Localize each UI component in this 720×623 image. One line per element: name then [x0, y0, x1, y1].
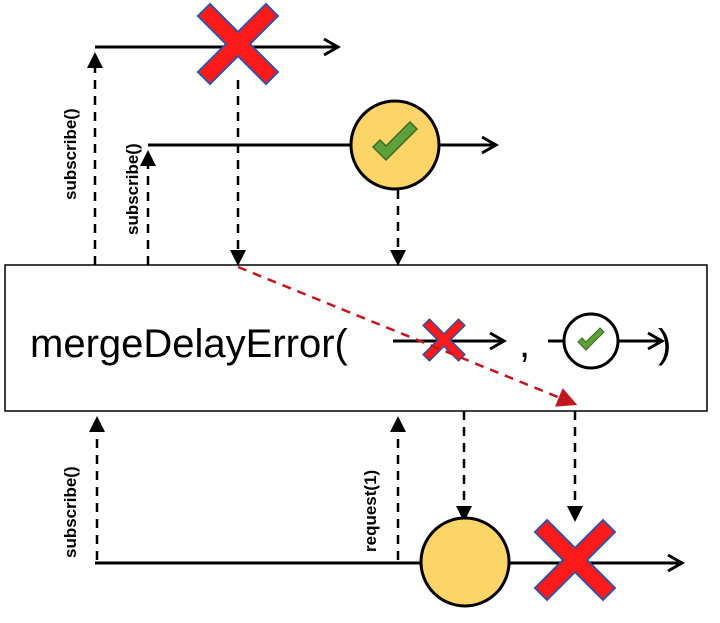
- subscribe-label-source1: subscribe(): [61, 108, 80, 200]
- output-error-icon: [533, 518, 617, 602]
- mini-error-icon: [422, 318, 466, 362]
- source1-error-icon: [196, 2, 280, 86]
- mini-success-icon: [562, 312, 620, 370]
- request-label: request(1): [361, 470, 380, 552]
- operator-separator: ,: [519, 322, 530, 366]
- subscribe-label-source2: subscribe(): [123, 143, 142, 235]
- output-value-marble: [419, 516, 511, 608]
- delayed-error-arrow: [237, 265, 578, 407]
- source2-success-icon: [349, 99, 441, 191]
- subscribe-label-output: subscribe(): [61, 466, 80, 558]
- operator-name: mergeDelayError(: [30, 322, 349, 366]
- operator-close-paren: ): [658, 322, 671, 366]
